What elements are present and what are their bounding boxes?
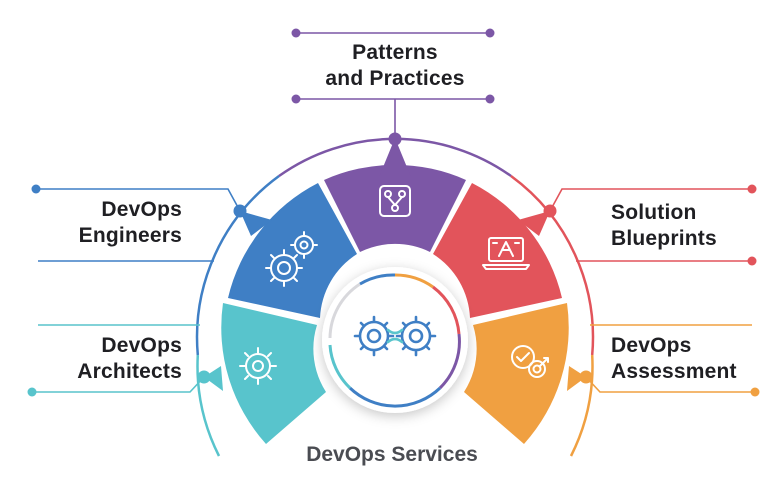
label-patterns-line-1: Patterns [352,41,438,64]
arc-junction-dots [197,132,593,384]
connector-end-dots [27,28,760,397]
label-engineers: DevOps Engineers [40,197,182,249]
label-assessment: DevOps Assessment [611,333,776,385]
connector-engineers-top [36,188,241,212]
label-architects: DevOps Architects [40,333,182,385]
label-engineers-line-1: DevOps [101,198,182,221]
pointer-blueprints [518,211,550,236]
segment-patterns[interactable] [324,164,466,252]
segment-engineers[interactable] [228,183,357,318]
label-blueprints-line-2: Blueprints [611,227,717,250]
label-architects-line-1: DevOps [101,334,182,357]
label-architects-line-2: Architects [77,360,182,383]
gears-code-icon [265,231,318,287]
check-target-icon [511,345,549,378]
gear-target-icon [239,347,277,385]
segment-assessment[interactable] [464,303,569,444]
label-blueprints: Solution Blueprints [611,200,771,252]
diagram-title: DevOps Services [306,443,478,466]
workflow-nodes-icon [379,185,411,217]
label-blueprints-line-1: Solution [611,201,697,224]
laptop-blueprint-icon [482,237,530,270]
outer-arc-assessment [569,354,594,457]
label-engineers-line-2: Engineers [78,224,182,247]
label-assessment-line-2: Assessment [611,360,737,383]
connector-assessment-bottom [585,376,755,393]
outer-arc-architects [196,354,221,457]
pointer-patterns [379,138,411,177]
label-patterns-line-2: and Practices [325,67,465,90]
segment-blueprints[interactable] [433,183,562,318]
pointer-engineers [240,211,272,236]
label-patterns: Patterns and Practices [280,40,510,92]
connector-blueprints-top [549,188,752,212]
devops-infinity-gears-icon [353,315,437,357]
pointer-assessment [567,366,586,391]
connector-architects-bottom [32,376,205,393]
pointer-architects [204,366,223,391]
outer-arc-engineers [195,174,280,356]
outer-arc-blueprints [510,174,595,356]
segment-architects[interactable] [221,303,326,444]
label-assessment-line-1: DevOps [611,334,692,357]
